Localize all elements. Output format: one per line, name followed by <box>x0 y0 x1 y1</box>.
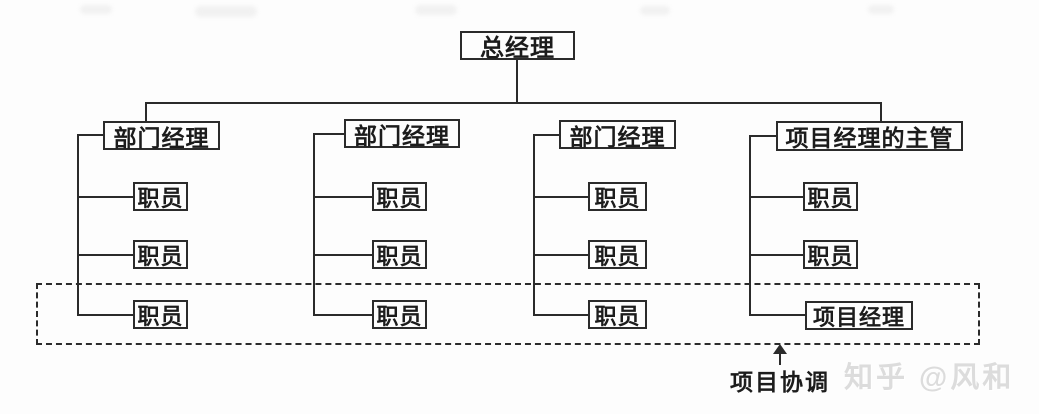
connector-stub <box>77 196 133 198</box>
connector-spine-2 <box>313 133 315 316</box>
connector-stub <box>533 254 588 256</box>
node-project-manager-supervisor: 项目经理的主管 <box>776 121 963 151</box>
connector-stub <box>77 314 133 316</box>
arrow-up-icon <box>773 344 787 354</box>
node-staff: 职员 <box>372 182 427 211</box>
scan-artifact <box>640 6 670 15</box>
connector-stub <box>749 314 805 316</box>
node-staff: 职员 <box>588 300 647 329</box>
watermark: 知乎 @风和 <box>844 362 1015 394</box>
connector-stub <box>313 314 372 316</box>
connector-stub <box>77 254 133 256</box>
node-project-manager: 项目经理 <box>805 301 913 330</box>
connector-stub <box>533 196 588 198</box>
arrow-line <box>779 352 781 365</box>
node-dept-manager-3: 部门经理 <box>559 120 676 150</box>
connector-stub <box>533 314 588 316</box>
connector-stub <box>749 254 803 256</box>
connector-stub <box>313 133 344 135</box>
connector-spine-4 <box>749 135 751 316</box>
node-dept-manager-1: 部门经理 <box>103 121 220 151</box>
connector-stub <box>749 135 776 137</box>
node-staff: 职员 <box>133 182 188 211</box>
project-coordination-region <box>36 283 980 345</box>
node-general-manager: 总经理 <box>460 31 575 62</box>
node-dept-manager-2: 部门经理 <box>344 119 460 149</box>
connector-stub <box>313 196 372 198</box>
connector-root-drop <box>516 60 518 103</box>
connector-stub <box>77 134 103 136</box>
node-staff: 职员 <box>588 182 647 211</box>
connector-spine-1 <box>77 134 79 316</box>
connector-drop-right <box>880 102 882 122</box>
node-staff: 职员 <box>133 300 188 329</box>
node-staff: 职员 <box>133 240 188 269</box>
connector-trunk <box>145 102 882 104</box>
node-staff: 职员 <box>372 300 427 329</box>
node-staff: 职员 <box>372 240 427 269</box>
scan-artifact <box>195 6 257 17</box>
scan-artifact <box>80 5 112 14</box>
connector-drop-left <box>145 102 147 122</box>
connector-stub <box>533 134 559 136</box>
scan-artifact <box>868 5 894 14</box>
connector-spine-3 <box>533 134 535 316</box>
node-staff: 职员 <box>588 240 647 269</box>
scan-artifact <box>415 5 457 15</box>
coordination-label: 项目协调 <box>730 369 830 395</box>
node-staff: 职员 <box>803 182 858 211</box>
connector-stub <box>749 196 803 198</box>
connector-stub <box>313 254 372 256</box>
node-staff: 职员 <box>803 240 858 269</box>
